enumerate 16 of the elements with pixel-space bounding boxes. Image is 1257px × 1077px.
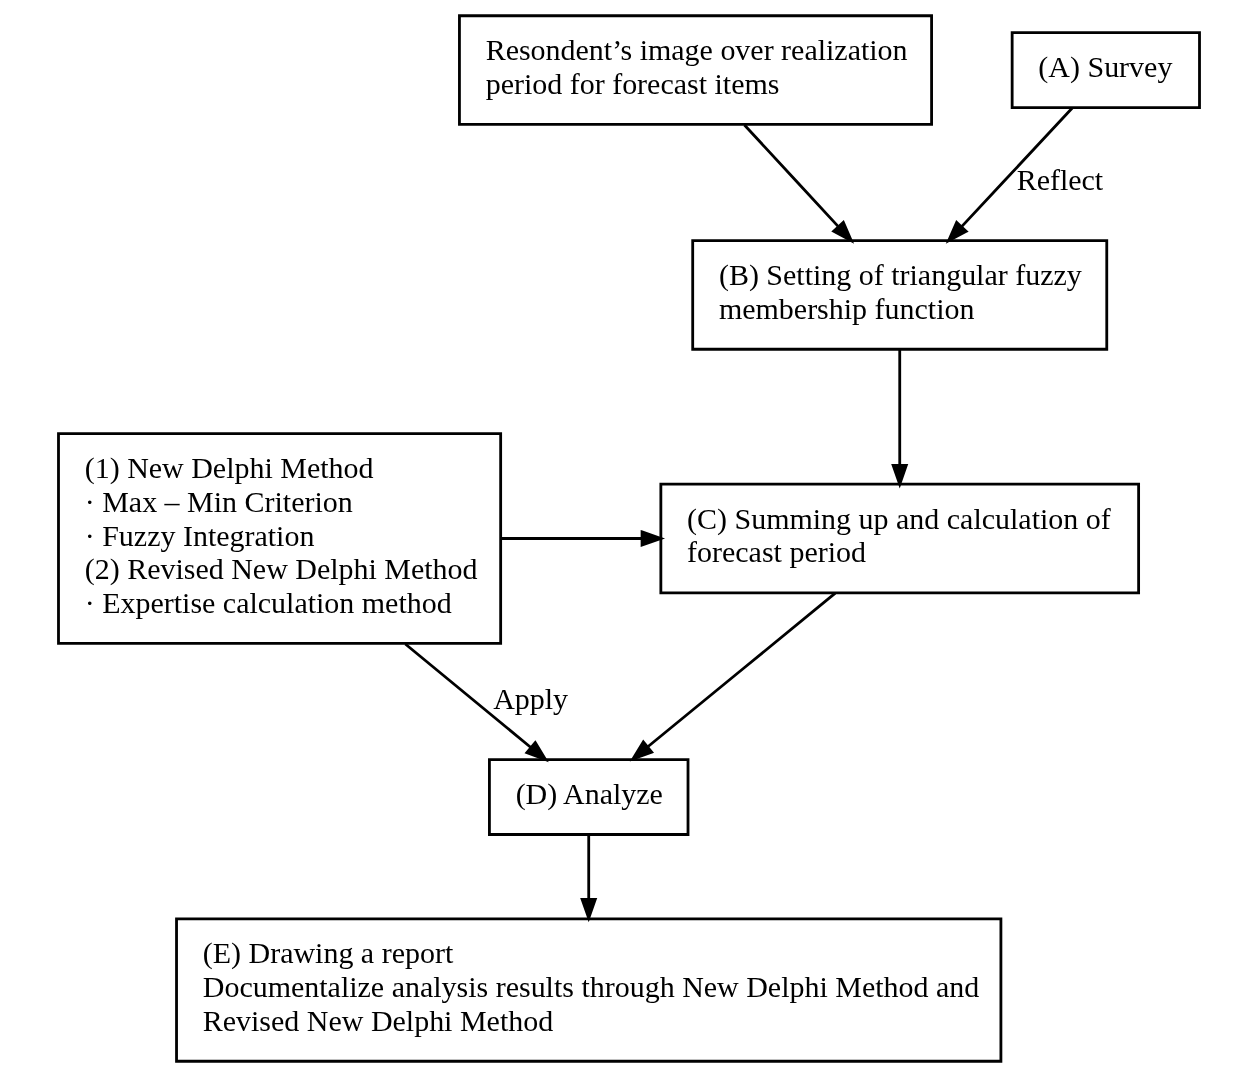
edge-label: Reflect [1016,162,1103,196]
node-box: (1) New Delphi Method · Max – Min Criterion · Fuzzy Integration (2) Revised New Delphi Method · Expertise calculation method [56,432,502,645]
node-box: (B) Setting of triangular fuzzy membership function [690,239,1108,351]
arrow [403,642,549,763]
node-box: (D) Analyze [487,758,689,836]
node-box: Resondent’s image over realization period for forecast items [457,14,933,126]
node-box: (E) Drawing a report Documentalize analysis results through New Delphi Method and Revised New Delphi Method [174,917,1002,1063]
edge-label: Apply [492,681,568,715]
node-box: (C) Summing up and calculation of forecast period [658,482,1140,595]
arrow [890,349,908,489]
arrow [945,107,1073,244]
node-box: (A) Survey [1010,31,1201,109]
arrow [629,592,836,762]
arrow [500,529,665,548]
arrow [579,835,597,923]
arrow [742,123,854,244]
